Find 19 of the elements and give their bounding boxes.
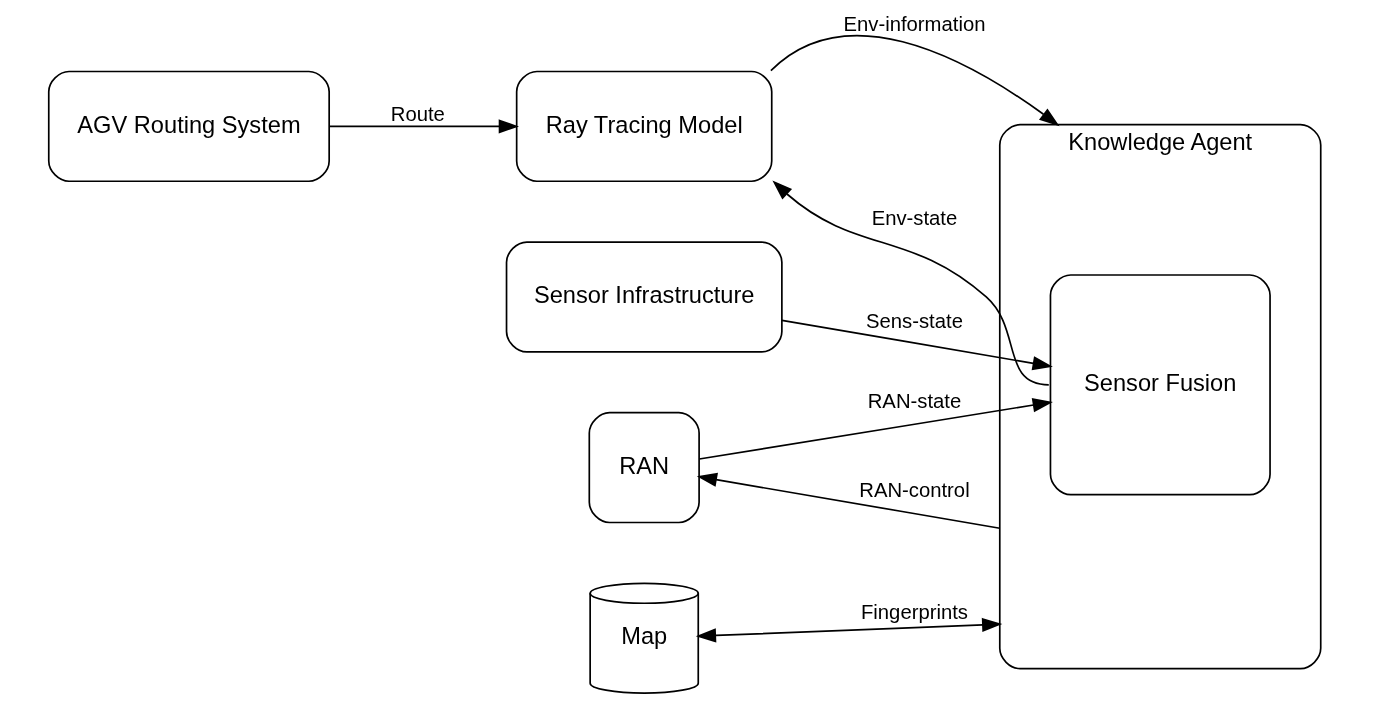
edge-label: RAN-state: [867, 389, 961, 412]
node-box: Sensor Fusion: [1049, 274, 1271, 496]
arrow: [780, 319, 1053, 371]
edge-label: Sens-state: [865, 310, 963, 333]
node-box: RAN: [587, 411, 700, 524]
arrow: [696, 472, 1001, 530]
edge-label: Env-information: [843, 13, 985, 36]
arrow: [697, 398, 1053, 460]
arrow: [327, 119, 519, 134]
edge-label: Fingerprints: [860, 600, 968, 623]
edge-label: RAN-control: [858, 479, 970, 502]
arrow: [769, 34, 1060, 127]
node-box: Sensor Infrastructure: [505, 241, 783, 353]
node-box: Ray Tracing Model: [515, 70, 773, 183]
node-box: AGV Routing System: [47, 70, 330, 183]
arrow: [695, 617, 1002, 643]
edge-label: Env-state: [871, 207, 957, 230]
edge-label: Route: [390, 102, 445, 125]
arrow: [771, 180, 1050, 386]
